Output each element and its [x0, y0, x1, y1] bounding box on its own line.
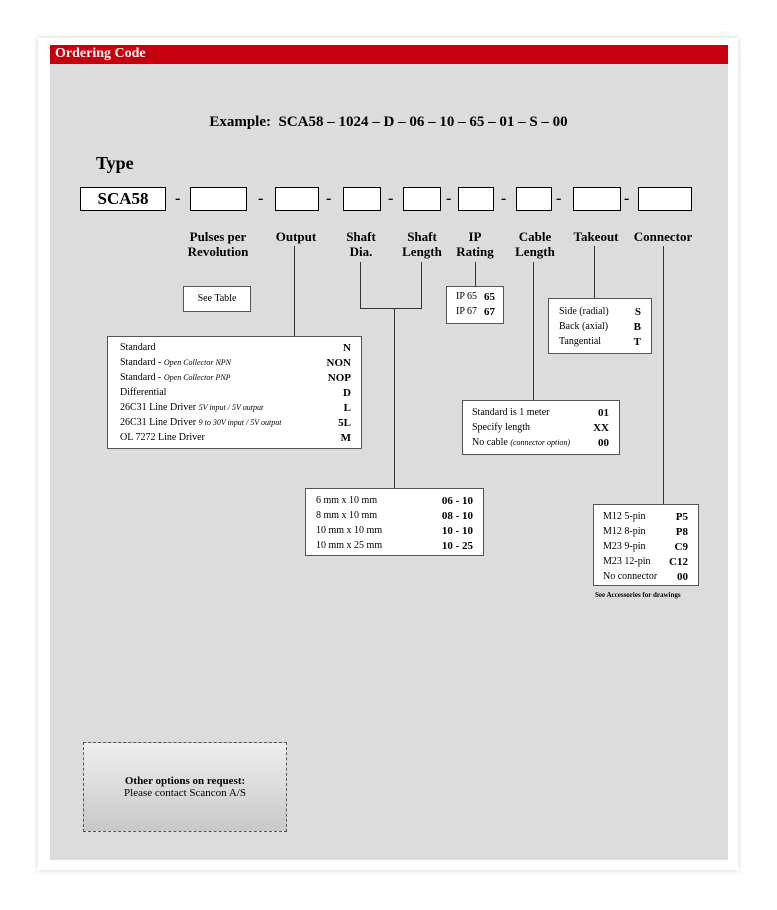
label-cable-length: Cable Length — [515, 229, 555, 259]
dash-separator: - — [388, 190, 394, 207]
dash-separator: - — [446, 190, 452, 207]
dash-separator: - — [501, 190, 507, 207]
pulses-box: See Table — [183, 286, 251, 312]
ip-row: IP 67 67 — [456, 306, 495, 318]
example-code: SCA58 – 1024 – D – 06 – 10 – 65 – 01 – S… — [278, 114, 568, 130]
shaft-length-code-box — [403, 187, 441, 211]
cable-code-box — [516, 187, 552, 211]
section-header: Ordering Code — [50, 45, 728, 64]
takeout-row: Side (radial) S — [559, 306, 641, 318]
label-pulses: Pulses per Revolution — [187, 229, 249, 259]
cable-row: No cable (connector option)00 — [472, 437, 609, 449]
connector-code-box — [638, 187, 692, 211]
type-heading: Type — [96, 153, 134, 173]
dash-separator: - — [624, 190, 630, 207]
output-row: 26C31 Line Driver 9 to 30V input / 5V ou… — [120, 417, 351, 429]
output-code-box — [275, 187, 319, 211]
shaft-down-line — [394, 308, 395, 488]
example-line: Example: SCA58 – 1024 – D – 06 – 10 – 65… — [0, 114, 777, 131]
label-connector: Connector — [633, 229, 693, 244]
ordering-code-panel — [50, 45, 728, 860]
takeout-box: Side (radial) S Back (axial) B Tangentia… — [548, 298, 652, 354]
dash-separator: - — [556, 190, 562, 207]
model-box: SCA58 — [80, 187, 166, 211]
other-options-text: Please contact Scancon A/S — [124, 787, 246, 799]
dash-separator: - — [175, 190, 181, 207]
connector-line — [663, 246, 664, 504]
label-shaft-dia: Shaft Dia. — [346, 229, 376, 259]
takeout-row: Back (axial) B — [559, 321, 641, 333]
label-output: Output — [275, 229, 317, 244]
shaft-dia-code-box — [343, 187, 381, 211]
other-options-title: Other options on request: — [124, 775, 246, 787]
takeout-line — [594, 246, 595, 298]
pulses-code-box — [190, 187, 247, 211]
ip-box: IP 65 65 IP 67 67 — [446, 286, 504, 324]
other-options-box: Other options on request: Please contact… — [83, 742, 287, 832]
dash-separator: - — [326, 190, 332, 207]
output-connector-line — [294, 246, 295, 336]
example-label: Example: — [209, 114, 271, 130]
ip-row: IP 65 65 — [456, 291, 495, 303]
label-ip-rating: IP Rating — [456, 229, 494, 259]
takeout-row: Tangential T — [559, 336, 641, 348]
shaft-dia-line — [360, 262, 361, 308]
label-shaft-length: Shaft Length — [402, 229, 442, 259]
connector-note: See Accessories for drawings — [595, 591, 681, 599]
section-title: Ordering Code — [55, 46, 146, 61]
shaft-length-line — [421, 262, 422, 308]
cable-line — [533, 262, 534, 400]
dash-separator: - — [258, 190, 264, 207]
takeout-code-box — [573, 187, 621, 211]
label-takeout: Takeout — [573, 229, 619, 244]
ip-code-box — [458, 187, 494, 211]
ip-line — [475, 262, 476, 286]
shaft-join-line — [360, 308, 422, 309]
